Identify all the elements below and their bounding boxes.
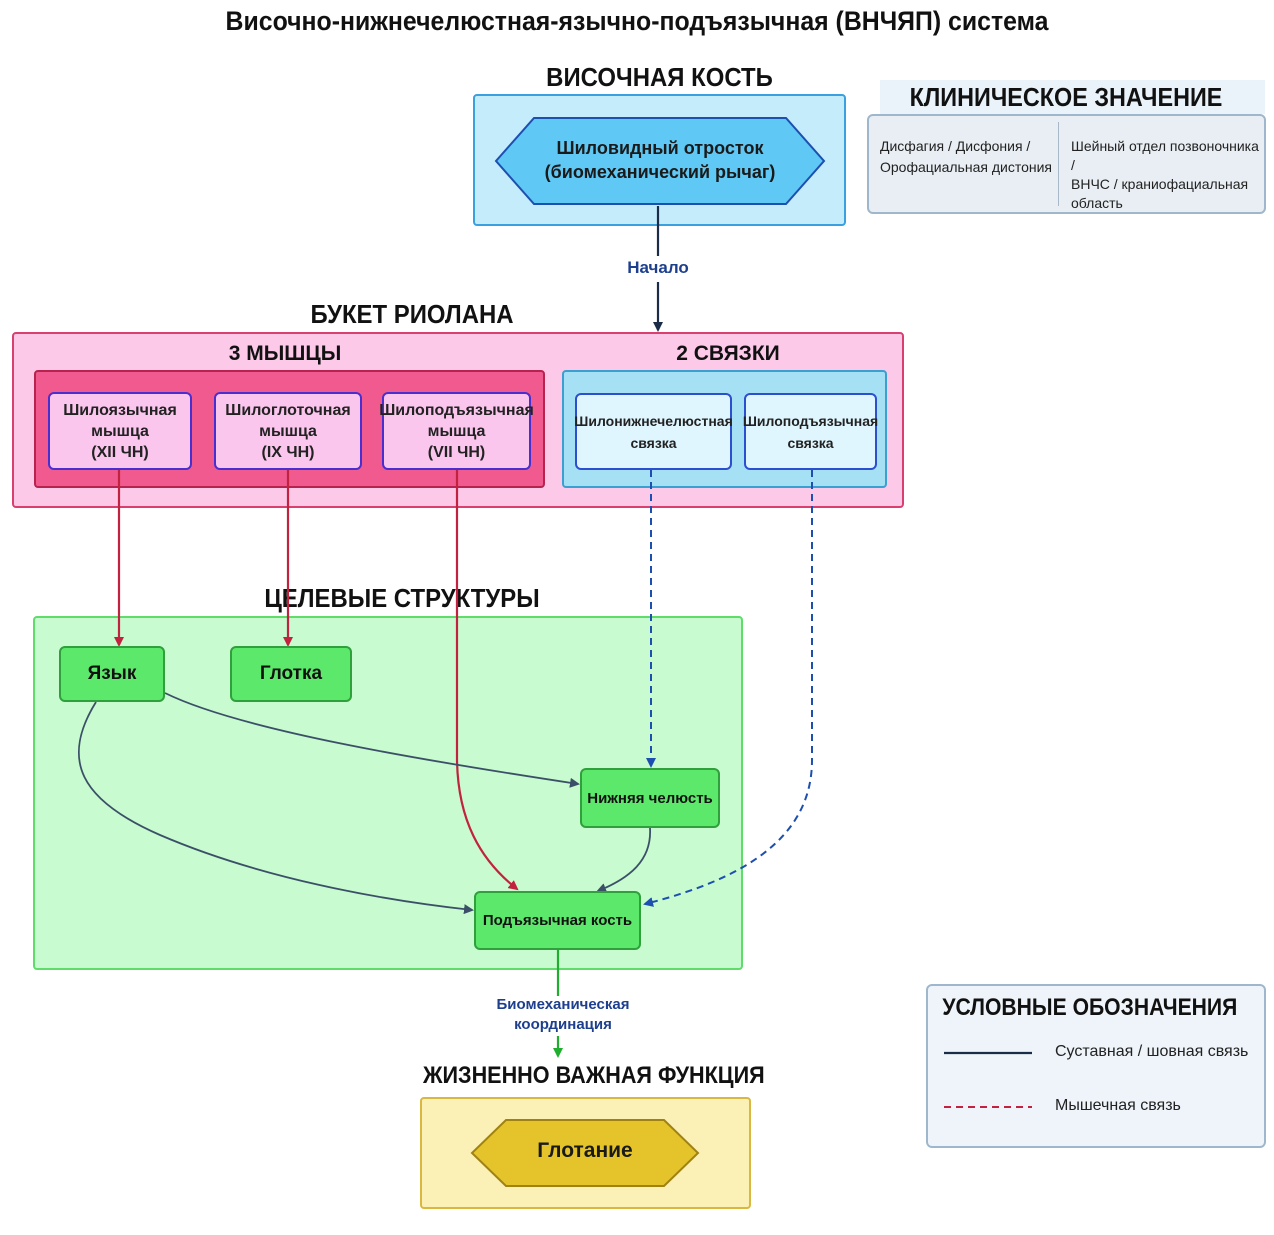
mandible-node: Нижняя челюсть <box>580 768 720 828</box>
targets-heading: ЦЕЛЕВЫЕ СТРУКТУРЫ <box>264 583 540 613</box>
legend-solid-label: Суставная / шовная связь <box>1055 1043 1249 1060</box>
clinical-divider <box>1058 122 1059 206</box>
clinical-right-line3: область <box>1071 195 1123 211</box>
styloglossus-line2: мышца <box>91 422 149 440</box>
riolan-heading: БУКЕТ РИОЛАНА <box>310 299 514 329</box>
tongue-node: Язык <box>59 646 165 702</box>
stylomandibular-ligament: Шилонижнечелюстная связка <box>574 393 733 470</box>
coordination-line1: Биомеханическая <box>496 996 630 1013</box>
origin-edge-label: Начало <box>627 258 689 277</box>
hyoid-node: Подъязычная кость <box>474 891 641 950</box>
legend-dashed-swatch <box>944 1106 1032 1108</box>
swallowing-hexagon <box>470 1119 700 1187</box>
stylomandibular-line1: Шилонижнечелюстная <box>574 412 733 429</box>
styloid-process-label: Шиловидный отросток (биомеханический рыч… <box>520 136 800 184</box>
clinical-left-line1: Дисфагия / Дисфония / <box>880 138 1031 154</box>
stylopharyngeus-line2: мышца <box>259 422 317 440</box>
styloglossus-line3: (XII ЧН) <box>91 443 149 461</box>
clinical-left-text: Дисфагия / Дисфония / Орофациальная дист… <box>880 136 1055 178</box>
clinical-heading-bg <box>880 80 1265 114</box>
clinical-panel <box>867 114 1266 214</box>
legend-solid-swatch <box>944 1051 1032 1055</box>
edge-mandible-to-hyoid <box>596 827 651 893</box>
styloid-process-line2: (биомеханический рычаг) <box>544 162 776 182</box>
pharynx-node: Глотка <box>230 646 352 702</box>
stylopharyngeus-line1: Шилоглоточная <box>225 401 351 419</box>
clinical-right-line2: ВНЧС / краниофациальная <box>1071 176 1249 192</box>
stylohyoid-lig-line2: связка <box>787 434 834 451</box>
stylohyoid-line2: мышца <box>427 422 486 440</box>
clinical-right-line1: Шейный отдел позвоночника / <box>1071 138 1259 173</box>
swallowing-label: Глотание <box>537 1139 633 1162</box>
styloglossus-line1: Шилоязычная <box>63 401 177 419</box>
clinical-right-text: Шейный отдел позвоночника / ВНЧС / крани… <box>1071 137 1263 213</box>
clinical-heading: КЛИНИЧЕСКОЕ ЗНАЧЕНИЕ <box>909 82 1223 112</box>
clinical-left-line2: Орофациальная дистония <box>880 159 1053 175</box>
stylohyoid-line3: (VII ЧН) <box>427 443 486 461</box>
stylopharyngeus-muscle: Шилоглоточная мышца (IX ЧН) <box>214 392 362 470</box>
stylomandibular-line2: связка <box>630 434 677 451</box>
stylohyoid-ligament: Шилоподъязычная связка <box>742 393 879 470</box>
page-title: Височно-нижнечелюстная-язычно-подъязычна… <box>225 6 1049 36</box>
stylohyoid-muscle: Шилоподъязычная мышца (VII ЧН) <box>379 392 534 470</box>
edge-stylohyoid-to-hyoid <box>455 470 519 891</box>
edge-tongue-to-mandible <box>164 692 580 788</box>
coordination-line2: координация <box>514 1016 612 1033</box>
stylohyoid-lig-line1: Шилоподъязычная <box>742 412 879 429</box>
styloglossus-muscle: Шилоязычная мышца (XII ЧН) <box>48 392 192 470</box>
edge-stylohyoid-lig-to-hyoid <box>643 470 813 907</box>
vital-heading: ЖИЗНЕННО ВАЖНАЯ ФУНКЦИЯ <box>423 1062 765 1089</box>
legend-panel <box>926 984 1266 1148</box>
edge-tongue-to-hyoid <box>77 701 474 915</box>
coordination-edge-label: Биомеханическая координация <box>470 995 656 1035</box>
stylohyoid-line1: Шилоподъязычная <box>379 401 534 419</box>
muscles-heading: 3 МЫШЦЫ <box>228 342 342 365</box>
stylopharyngeus-line3: (IX ЧН) <box>261 443 315 461</box>
ligaments-heading: 2 СВЯЗКИ <box>676 342 780 365</box>
legend-heading: УСЛОВНЫЕ ОБОЗНАЧЕНИЯ <box>942 994 1238 1021</box>
temporal-bone-heading: ВИСОЧНАЯ КОСТЬ <box>546 62 773 92</box>
styloid-process-line1: Шиловидный отросток <box>556 138 764 158</box>
legend-dashed-label: Мышечная связь <box>1055 1097 1181 1114</box>
styloid-process-hexagon <box>494 117 826 205</box>
